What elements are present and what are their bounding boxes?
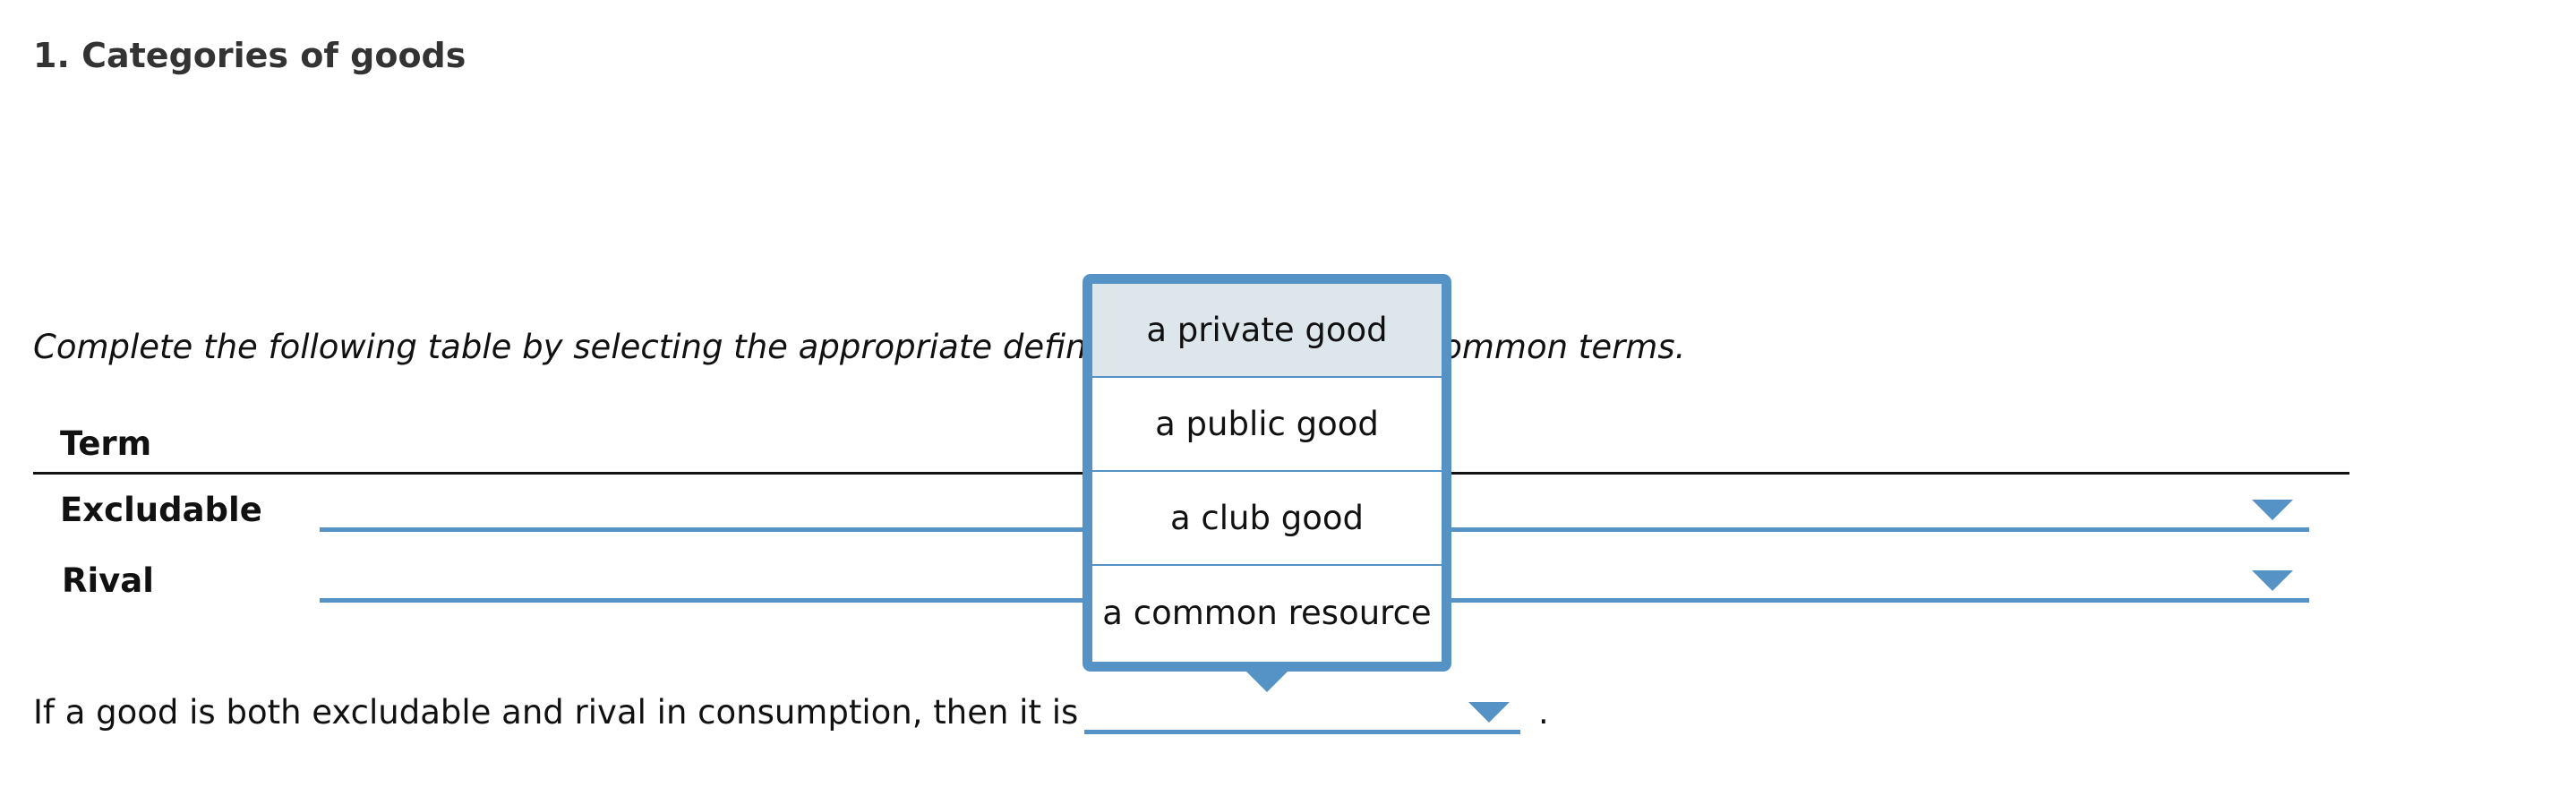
option-private-good[interactable]: a private good <box>1092 284 1442 378</box>
dropdown-pointer-arrow <box>1245 670 1289 692</box>
chevron-down-icon[interactable] <box>1468 702 1510 723</box>
term-column-header: Term <box>60 424 152 463</box>
chevron-down-icon[interactable] <box>2252 570 2293 591</box>
option-common-resource[interactable]: a common resource <box>1102 594 1432 632</box>
chevron-down-icon[interactable] <box>2252 500 2293 520</box>
question-title: 1. Categories of goods <box>33 36 466 75</box>
sentence-period: . <box>1538 693 1549 732</box>
sentence-answer-select[interactable] <box>1084 730 1520 734</box>
option-club-good[interactable]: a club good <box>1092 472 1442 566</box>
row-label-excludable: Excludable <box>60 491 262 529</box>
option-public-good[interactable]: a public good <box>1092 378 1442 472</box>
answer-dropdown-menu[interactable]: a private good a public good a club good… <box>1083 274 1451 672</box>
question-sentence: If a good is both excludable and rival i… <box>33 693 1079 732</box>
row-label-rival: Rival <box>62 561 154 600</box>
